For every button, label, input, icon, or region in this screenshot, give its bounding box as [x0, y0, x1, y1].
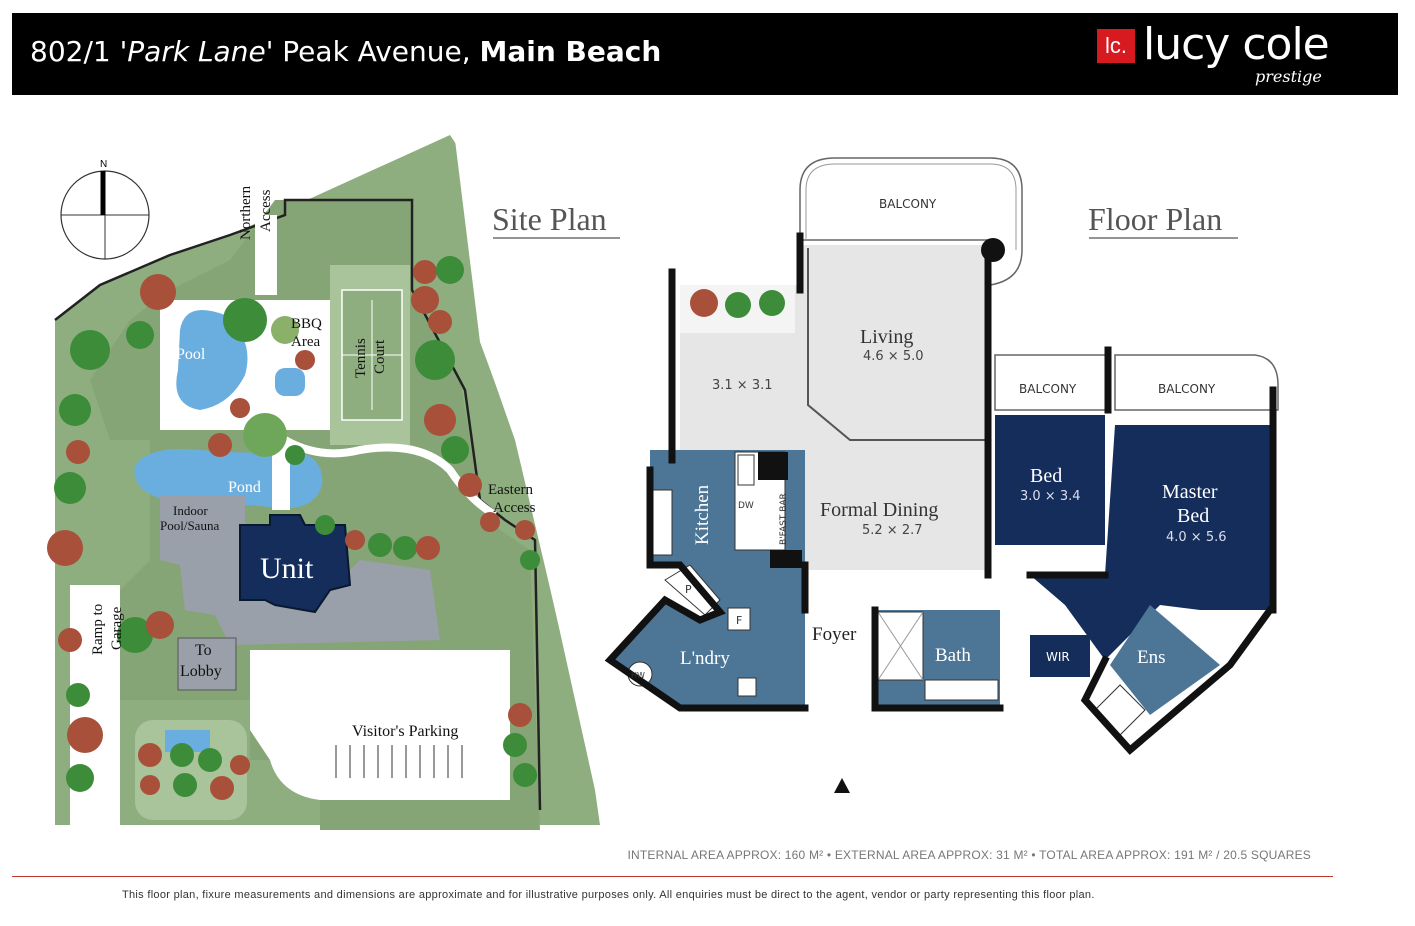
label-dw: DW — [738, 501, 754, 511]
label-living: Living — [860, 326, 913, 348]
master-bed-floor — [1030, 425, 1270, 660]
label-master: Master — [1162, 481, 1218, 503]
cooktop — [651, 489, 673, 556]
label-bbq: BBQ — [291, 316, 322, 332]
label-wir: WIR — [1046, 650, 1070, 664]
label-fridge: F — [736, 614, 742, 627]
column-icon — [981, 238, 1005, 262]
compass-north-label: N — [100, 159, 107, 170]
address-unit: 802/1 — [30, 35, 120, 68]
label-formal-dining: Formal Dining — [820, 499, 938, 521]
header-bar: 802/1 'Park Lane' Peak Avenue, Main Beac… — [12, 13, 1398, 95]
label-northern: Northern — [238, 185, 254, 240]
balcony-top — [799, 157, 1023, 286]
label-master-bed: Bed — [1177, 505, 1209, 527]
logo-name: lucy cole — [1143, 19, 1330, 70]
address-building: 'Park Lane' — [119, 35, 274, 68]
label-northern-access: Access — [258, 189, 274, 232]
visitor-parking-area — [250, 650, 510, 800]
label-unit: Unit — [260, 552, 314, 585]
floor-plan-title: Floor Plan — [1088, 201, 1222, 237]
label-tennis-court: Court — [372, 339, 388, 374]
label-balcony-master: BALCONY — [1158, 382, 1216, 396]
logo-sub: prestige — [1255, 67, 1322, 86]
sink-icon — [737, 454, 755, 486]
balcony-master — [1114, 354, 1279, 411]
building-podium — [160, 495, 440, 645]
floor-plan: BALCONY Living 4.6 × 5.0 3.1 × 3.1 BALCO… — [604, 157, 1279, 793]
label-kitchen: Kitchen — [692, 484, 713, 545]
parking-bays — [335, 745, 463, 778]
label-pantry: P — [685, 583, 692, 596]
unit-footprint — [239, 514, 352, 614]
label-garage: Garage — [109, 606, 125, 650]
label-eastern-access: Access — [493, 500, 536, 516]
logo-mark-icon: lc. — [1097, 29, 1135, 63]
fridge-box — [727, 607, 751, 631]
site-plan-title: Site Plan — [492, 201, 607, 237]
label-bath: Bath — [935, 645, 971, 666]
label-dining-dim: 5.2 × 2.7 — [862, 523, 923, 538]
label-indoor-pool: Pool/Sauna — [160, 518, 219, 533]
label-bfast-bar: B'FAST BAR — [779, 493, 789, 545]
label-laundry: L'ndry — [680, 648, 730, 669]
northern-access-path — [255, 215, 277, 295]
bed-floor — [995, 415, 1105, 545]
label-eastern: Eastern — [488, 482, 533, 498]
label-visitors-parking: Visitor's Parking — [352, 723, 458, 740]
label-indoor: Indoor — [173, 503, 208, 518]
ensuite-floor — [1110, 605, 1220, 715]
address-street: Peak Avenue, — [273, 35, 480, 68]
label-foyer: Foyer — [812, 624, 857, 645]
label-master-dim: 4.0 × 5.6 — [1166, 530, 1227, 545]
label-bbq-area: Area — [291, 334, 320, 350]
walls — [604, 232, 1277, 755]
label-bed: Bed — [1030, 465, 1062, 487]
label-lobby: Lobby — [180, 663, 222, 680]
disclaimer: This floor plan, fixure measurements and… — [122, 889, 1095, 901]
footer-divider — [12, 876, 1333, 877]
label-to: To — [195, 642, 212, 659]
address-suburb: Main Beach — [479, 35, 662, 68]
site-boundary — [54, 198, 542, 811]
site-footpath — [455, 140, 612, 825]
label-pond: Pond — [228, 479, 261, 496]
label-ramp: Ramp to — [90, 604, 106, 655]
label-study-dim: 3.1 × 3.1 — [712, 378, 773, 393]
lobby-building — [177, 637, 237, 691]
property-address: 802/1 'Park Lane' Peak Avenue, Main Beac… — [30, 35, 661, 68]
label-balcony-bed: BALCONY — [1019, 382, 1077, 396]
label-hw: HW — [631, 671, 645, 680]
label-ens: Ens — [1137, 647, 1166, 668]
compass-icon: N — [60, 159, 150, 260]
label-balcony-top: BALCONY — [879, 197, 937, 211]
label-pool: Pool — [176, 346, 206, 363]
site-plan: N Northern Access BBQ Area Pool Tennis C… — [47, 135, 620, 830]
agency-logo: lc. lucy cole prestige — [1097, 19, 1397, 87]
label-living-dim: 4.6 × 5.0 — [863, 349, 924, 364]
spa-water — [275, 368, 305, 396]
label-tennis: Tennis — [353, 338, 369, 378]
wir-floor — [1030, 635, 1090, 677]
label-bed-dim: 3.0 × 3.4 — [1020, 489, 1081, 504]
area-summary: INTERNAL AREA APPROX: 160 M² • EXTERNAL … — [627, 848, 1311, 862]
entry-arrow-icon — [834, 778, 850, 793]
trees — [47, 256, 540, 800]
